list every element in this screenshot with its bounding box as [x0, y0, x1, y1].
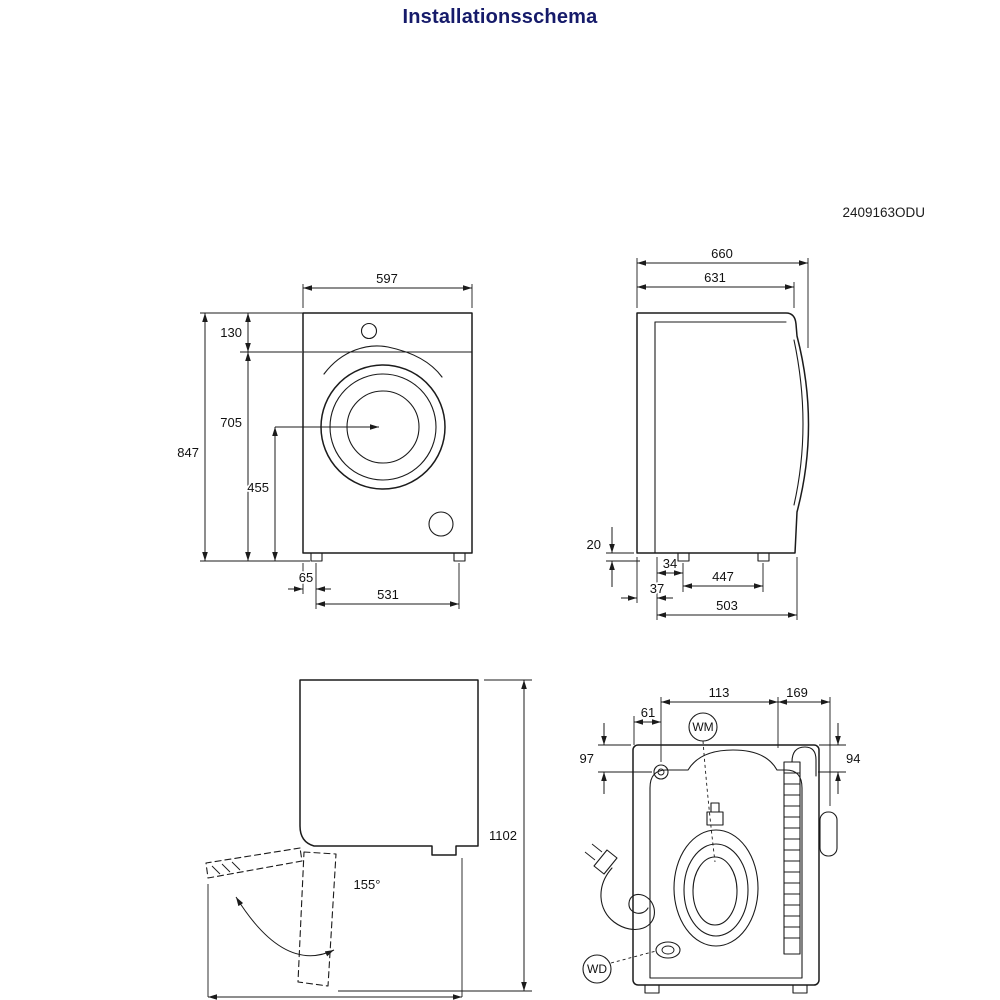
- inlet-hose-coil-mid: [683, 843, 749, 937]
- open-door-hatch-marks: [211, 861, 241, 875]
- open-door-position-b: [297, 851, 337, 987]
- drain-hose-end-outer: [655, 941, 681, 959]
- open-view-extension-lines: [207, 679, 532, 997]
- front-right-foot: [453, 552, 466, 562]
- rear-left-foot: [644, 984, 660, 994]
- drain-hose-corrugation: [784, 772, 800, 939]
- document-code: 2409163ODU: [842, 205, 925, 220]
- front-foot-offset-dim: 65: [299, 570, 313, 585]
- side-door-inner-arc: [793, 339, 804, 506]
- front-door-trim-curve: [323, 345, 443, 378]
- front-extension-lines: [200, 284, 473, 609]
- side-base-depth-dim: 503: [716, 598, 738, 613]
- front-pump-cover: [428, 511, 454, 537]
- front-total-height-dim: 847: [177, 445, 199, 460]
- front-door-center-dim: 455: [247, 480, 269, 495]
- door-swing-arc: [235, 896, 335, 957]
- rear-left-top-dim: 97: [580, 751, 594, 766]
- side-front-foot: [677, 552, 690, 562]
- drain-hose-guide-bracket: [819, 811, 838, 857]
- rear-panel-inner-outline: [649, 749, 803, 979]
- page-title: Installationsschema: [402, 6, 598, 28]
- wm-leader-line: [702, 740, 716, 863]
- rear-right-top-dim: 94: [846, 751, 860, 766]
- side-foot-spacing-dim: 447: [712, 569, 734, 584]
- front-foot-spacing-dim: 531: [377, 587, 399, 602]
- front-body-height-dim: 705: [220, 415, 242, 430]
- open-view-cabinet-outline: [299, 679, 479, 856]
- water-inlet-valve-center: [657, 768, 665, 776]
- front-panel-height-dim: 130: [220, 325, 242, 340]
- wd-leader-line: [610, 950, 657, 964]
- inlet-hose-connector-nut: [710, 802, 720, 813]
- front-left-foot: [310, 552, 323, 562]
- side-rear-foot: [757, 552, 770, 562]
- open-height-dim: 1102: [489, 828, 517, 843]
- open-door-position-a: [205, 847, 303, 879]
- rear-view: WM WD 113 169 61 97 94: [578, 683, 862, 994]
- rear-inlet-offset-dim: 113: [709, 685, 730, 700]
- wd-label: WD: [587, 962, 607, 976]
- door-open-view: 155° 1102: [205, 679, 532, 1000]
- side-view: 660 631 20 34 447 37 503: [585, 244, 810, 620]
- power-cord: [600, 867, 655, 931]
- power-plug-pins: [584, 843, 603, 861]
- drain-hose-end-inner: [661, 945, 675, 955]
- wd-balloon: [582, 954, 612, 984]
- inlet-hose-coil-outer: [673, 829, 759, 947]
- water-inlet-valve: [653, 764, 669, 780]
- rear-cabinet-outline: [632, 744, 820, 986]
- side-rear-foot-offset-dim: 34: [663, 556, 677, 571]
- front-program-knob: [360, 322, 378, 340]
- side-rear-gap-dim: 37: [650, 581, 664, 596]
- front-view: 597 847 130 705 455 65 531: [176, 269, 473, 609]
- inlet-hose-coil-inner: [692, 856, 738, 926]
- power-plug: [593, 849, 618, 875]
- wm-label: WM: [692, 720, 713, 734]
- side-body-depth-dim: 631: [704, 270, 726, 285]
- rear-right-foot: [792, 984, 808, 994]
- side-extension-lines: [606, 258, 809, 620]
- drain-hose-top-hook: [791, 746, 817, 777]
- side-foot-height-dim: 20: [587, 537, 601, 552]
- front-cabinet-outline: [302, 312, 473, 554]
- front-width-dim: 597: [376, 271, 398, 286]
- door-angle-label: 155°: [354, 877, 381, 892]
- rear-drain-offset-dim: 169: [786, 685, 808, 700]
- rear-valve-offset-dim: 61: [641, 705, 655, 720]
- rear-extension-lines: [598, 697, 846, 806]
- drain-hose-body: [783, 761, 801, 955]
- side-total-depth-dim: 660: [711, 246, 733, 261]
- side-cabinet-outline: [636, 312, 810, 554]
